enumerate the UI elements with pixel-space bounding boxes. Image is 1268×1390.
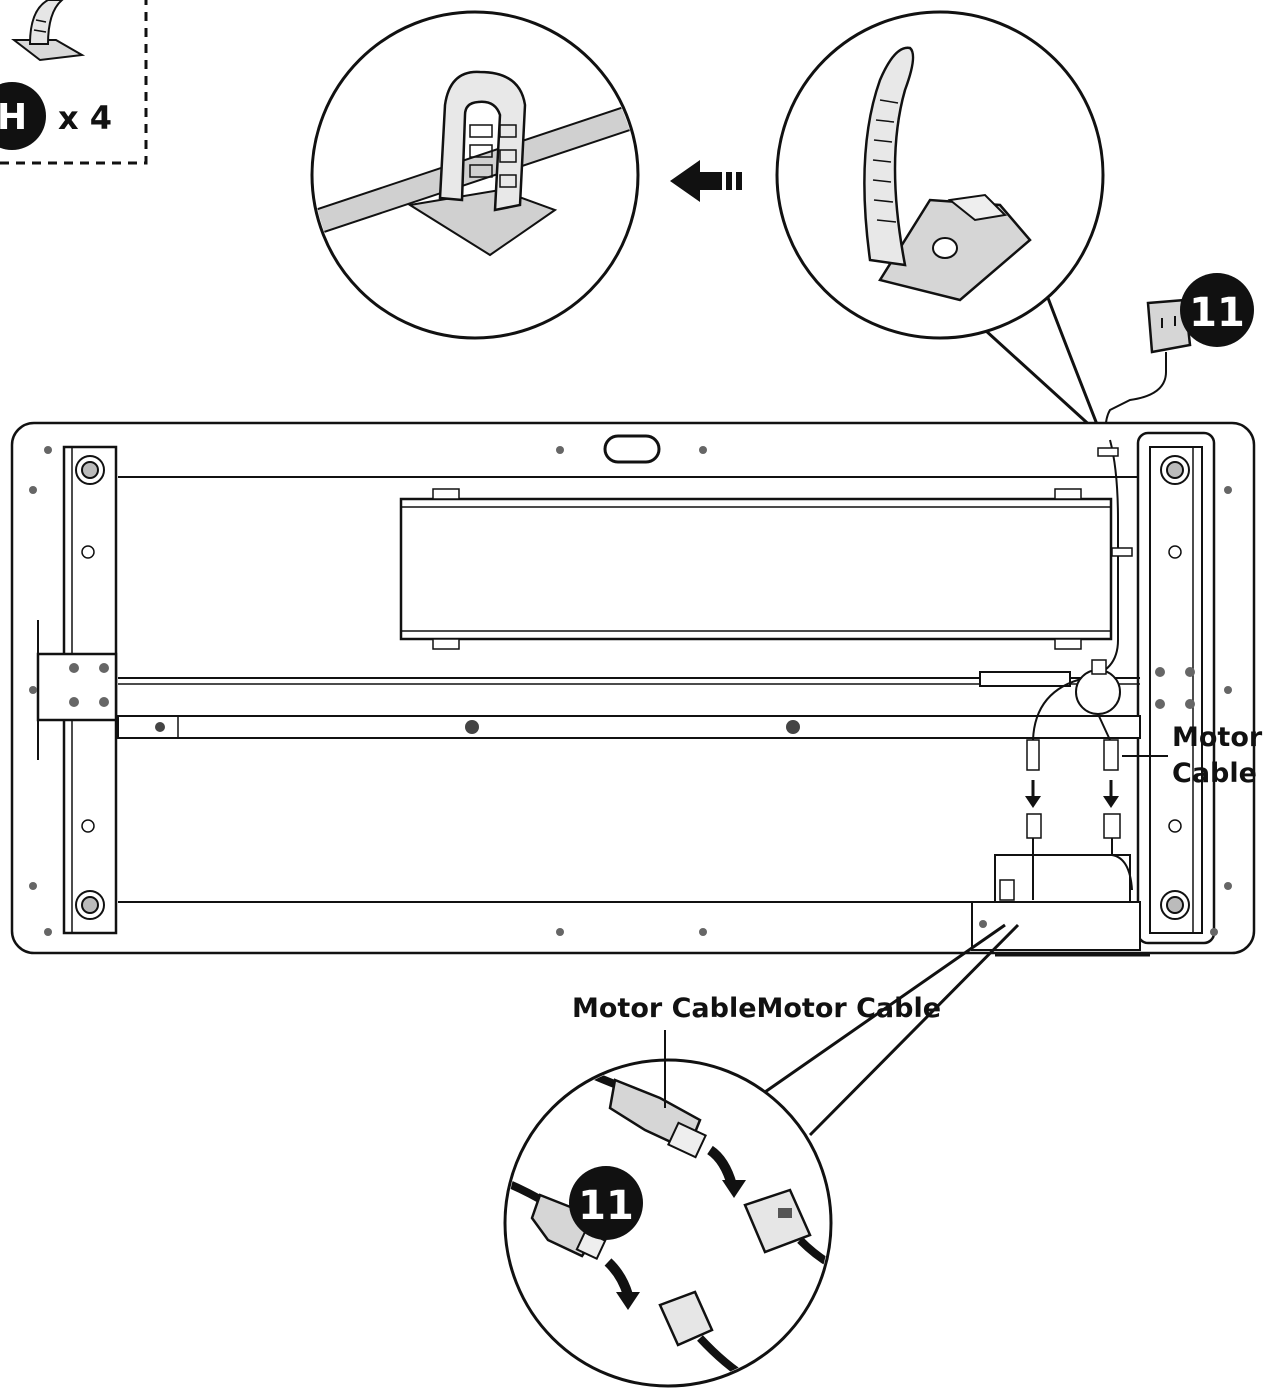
detail-clip-open [775, 10, 1105, 433]
callout-pointer-bottom [764, 923, 1006, 1094]
direction-arrow-left [670, 160, 742, 202]
control-box [971, 854, 1150, 957]
detail-connectors [503, 923, 1020, 1388]
part-badge-letter: H [0, 97, 27, 138]
motor-cable-label-line2: Cable [1172, 758, 1257, 789]
part-box-dashed-border [0, 0, 148, 165]
motor-cable-label-line1: Motor [1172, 722, 1263, 753]
handle-cutout [603, 434, 661, 464]
cable-clip-part-icon [11, 0, 86, 62]
step-badge-top-number: 11 [1189, 290, 1245, 336]
step-badge-top [1180, 273, 1254, 347]
clip-strap-open [863, 46, 915, 267]
detail-clip-closed [310, 10, 640, 340]
control-cable-socket [658, 1290, 714, 1347]
tabletop-screws [29, 446, 1232, 936]
part-badge [0, 82, 46, 150]
left-leg [36, 445, 118, 935]
callout-pointer-top [983, 328, 1097, 432]
desk-frame [10, 421, 1256, 957]
part-box-h: H x 4 [0, 0, 148, 165]
cable-segment [314, 93, 636, 242]
motor-cable-socket [743, 1188, 812, 1254]
center-beam [399, 488, 1113, 650]
right-leg [1136, 431, 1216, 945]
motor-cable-bottom-label: Motor CableMotor Cable [572, 993, 941, 1024]
step-badge-bottom-number: 11 [578, 1183, 634, 1229]
step-badge-bottom [569, 1166, 643, 1240]
motor-cables [1025, 439, 1168, 900]
part-quantity: x 4 [58, 99, 112, 137]
power-adapter [1104, 298, 1192, 441]
crossbars [117, 671, 1141, 739]
